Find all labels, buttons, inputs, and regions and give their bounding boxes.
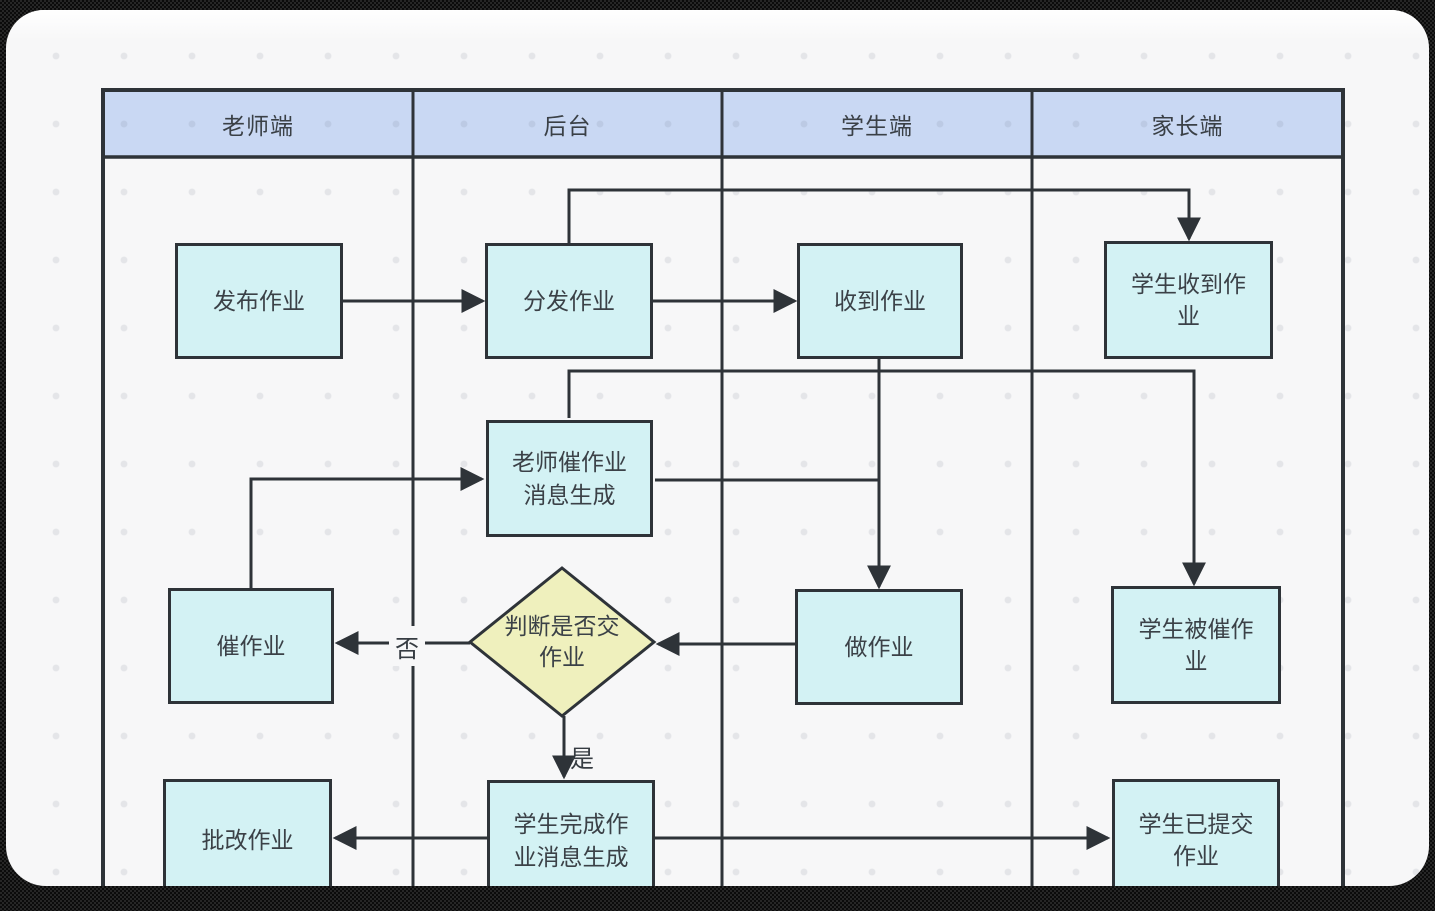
edge-label-no: 否 xyxy=(389,626,425,666)
swimlane-table-borders xyxy=(101,88,1345,886)
node-receive-homework[interactable]: 收到作业 xyxy=(797,243,963,359)
node-student-urged[interactable]: 学生被催作业 xyxy=(1111,586,1281,704)
node-publish-homework[interactable]: 发布作业 xyxy=(175,243,343,359)
node-student-submitted-homework[interactable]: 学生已提交作业 xyxy=(1112,779,1280,886)
edge-distribute-to-parent-received xyxy=(567,188,1201,243)
node-grade-homework[interactable]: 批改作业 xyxy=(163,779,332,886)
node-distribute-homework[interactable]: 分发作业 xyxy=(485,243,653,359)
node-urge-homework[interactable]: 催作业 xyxy=(168,588,334,704)
lane-header-parent[interactable]: 家长端 xyxy=(1151,112,1224,139)
lane-header-backend[interactable]: 后台 xyxy=(543,112,592,139)
edge-label-yes: 是 xyxy=(570,745,594,773)
node-student-received-homework[interactable]: 学生收到作业 xyxy=(1104,241,1273,359)
edge-received-to-parent-urged xyxy=(879,369,1206,587)
edge-urge-to-urge-message xyxy=(249,467,485,588)
edge-received-to-urge-message xyxy=(567,369,879,418)
node-decision-submitted-label[interactable]: 判断是否交作业 xyxy=(504,612,620,670)
node-do-homework[interactable]: 做作业 xyxy=(795,589,963,705)
lane-header-student[interactable]: 学生端 xyxy=(841,112,913,139)
node-student-done-message-generated[interactable]: 学生完成作业消息生成 xyxy=(487,780,655,886)
diagram-canvas: 老师端 后台 学生端 家长端 发布作业 分发作业 收到作业 学生收到作业 老师催… xyxy=(6,10,1429,886)
connector-layer xyxy=(101,88,1345,886)
node-teacher-urge-message-generated[interactable]: 老师催作业消息生成 xyxy=(486,420,653,537)
flow-edges xyxy=(249,188,1206,850)
lane-header-teacher[interactable]: 老师端 xyxy=(222,112,294,139)
decision-diamond-shape[interactable] xyxy=(467,566,657,718)
